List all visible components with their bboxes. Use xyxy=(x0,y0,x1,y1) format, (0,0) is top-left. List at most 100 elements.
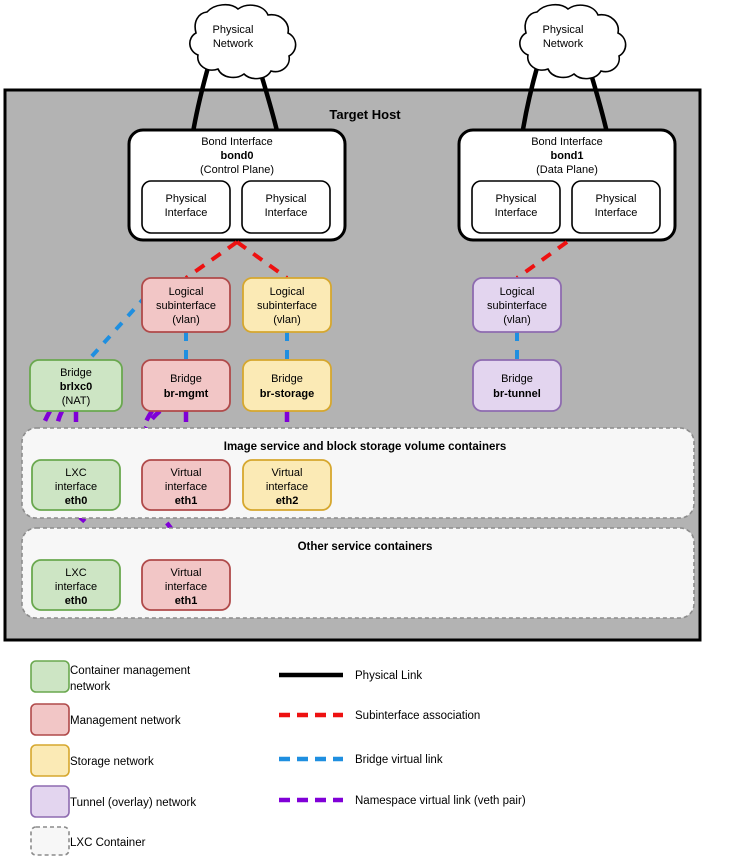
subif-link-bond0-storage xyxy=(235,240,289,280)
subif-mgmt-line1: Logical xyxy=(169,286,204,298)
bond0-port-1-line2: Interface xyxy=(265,207,308,219)
target-host-title: Target Host xyxy=(329,107,401,122)
bond0-port-1-box xyxy=(241,180,331,234)
legend-container-mgmt: Container management network xyxy=(30,660,191,693)
iface-lxc-eth0-a-line2: interface xyxy=(55,481,97,493)
bond1-port-0-box xyxy=(471,180,561,234)
legend-namespace-virtual-link-label: Namespace virtual link (veth pair) xyxy=(355,795,526,807)
legend-bridge-virtual-link-label: Bridge virtual link xyxy=(355,754,443,766)
bond1-port-1-line1: Physical xyxy=(596,193,637,205)
iface-virtual-eth2-a-name: eth2 xyxy=(276,495,299,507)
iface-lxc-eth0-a-box xyxy=(31,459,121,511)
legend-management: Management network xyxy=(30,703,181,736)
cloud-left: Physical Network xyxy=(189,3,297,80)
subif-tunnel: Logical subinterface (vlan) xyxy=(472,277,562,333)
bond1-port-0-line2: Interface xyxy=(495,207,538,219)
legend-storage: Storage network xyxy=(30,744,154,777)
iface-virtual-eth1-a-name: eth1 xyxy=(175,495,198,507)
legend-physical-link: Physical Link xyxy=(279,670,422,682)
subif-storage-line3: (vlan) xyxy=(273,314,301,326)
iface-lxc-eth0-a-line1: LXC xyxy=(65,467,86,479)
bridge-br-mgmt-name: br-mgmt xyxy=(164,388,209,400)
subif-storage: Logical subinterface (vlan) xyxy=(242,277,332,333)
subif-tunnel-line1: Logical xyxy=(500,286,535,298)
bond1-name: bond1 xyxy=(551,150,584,162)
bridge-brlxc0: Bridge brlxc0 (NAT) xyxy=(29,359,123,412)
container-image-block: Image service and block storage volume c… xyxy=(21,427,695,519)
bond1-title: Bond Interface xyxy=(531,136,603,148)
subif-tunnel-line2: subinterface xyxy=(487,300,547,312)
bridge-brlxc0-name: brlxc0 xyxy=(60,381,92,393)
legend-lxc-container-swatch xyxy=(30,826,70,856)
legend-subinterface-association-label: Subinterface association xyxy=(355,710,480,722)
iface-virtual-eth2-a-line2: interface xyxy=(266,481,308,493)
cloud-left-line1: Physical xyxy=(213,24,254,36)
bridge-br-storage: Bridge br-storage xyxy=(242,359,332,412)
legend-bridge-virtual-link: Bridge virtual link xyxy=(279,754,443,766)
legend-management-swatch xyxy=(30,703,70,736)
bridge-br-tunnel: Bridge br-tunnel xyxy=(472,359,562,412)
bridge-br-tunnel-box xyxy=(472,359,562,412)
iface-virtual-eth2-a-box xyxy=(242,459,332,511)
cloud-right-line1: Physical xyxy=(543,24,584,36)
subif-mgmt-line2: subinterface xyxy=(156,300,216,312)
bond0-port-0-line2: Interface xyxy=(165,207,208,219)
legend-tunnel-label: Tunnel (overlay) network xyxy=(70,797,196,809)
iface-virtual-eth1-a-line1: Virtual xyxy=(171,467,202,479)
subif-mgmt: Logical subinterface (vlan) xyxy=(141,277,231,333)
legend-container-mgmt-label-line2: network xyxy=(70,681,111,693)
bond0-port-0-line1: Physical xyxy=(166,193,207,205)
legend-container-mgmt-label-line1: Container management xyxy=(70,665,191,677)
legend: Container management network Management … xyxy=(30,660,526,856)
legend-tunnel-swatch xyxy=(30,785,70,818)
subif-storage-box xyxy=(242,277,332,333)
cloud-right: Physical Network xyxy=(519,3,627,80)
bridge-br-mgmt-box xyxy=(141,359,231,412)
bridge-br-storage-line1: Bridge xyxy=(271,373,303,385)
bond-interface-bond1: Bond Interface bond1 (Data Plane) Physic… xyxy=(457,128,677,242)
bridge-br-tunnel-line1: Bridge xyxy=(501,373,533,385)
bond0-title: Bond Interface xyxy=(201,136,273,148)
bond1-port-0-line1: Physical xyxy=(496,193,537,205)
legend-physical-link-label: Physical Link xyxy=(355,670,422,682)
subif-mgmt-box xyxy=(141,277,231,333)
bond0-name: bond0 xyxy=(221,150,254,162)
cloud-right-shape xyxy=(519,3,627,80)
bridge-br-mgmt-line1: Bridge xyxy=(170,373,202,385)
legend-storage-swatch xyxy=(30,744,70,777)
iface-virtual-eth1-b-name: eth1 xyxy=(175,595,198,607)
bridge-brlxc0-box xyxy=(29,359,123,412)
bond1-role: (Data Plane) xyxy=(536,164,598,176)
iface-virtual-eth1-b-line1: Virtual xyxy=(171,567,202,579)
container-other-service: Other service containers LXC interface e… xyxy=(21,527,695,619)
bridge-brlxc0-line1: Bridge xyxy=(60,367,92,379)
bridge-br-storage-name: br-storage xyxy=(260,388,314,400)
bond0-port-0-box xyxy=(141,180,231,234)
bond0-port-1-line1: Physical xyxy=(266,193,307,205)
bridge-link-subif-mgmt-to-brlxc0 xyxy=(82,294,148,367)
legend-subinterface-association: Subinterface association xyxy=(279,710,480,722)
bridge-links-group xyxy=(82,294,519,367)
iface-virtual-eth1-b-line2: interface xyxy=(165,581,207,593)
cloud-left-shape xyxy=(189,3,297,80)
iface-lxc-eth0-a-name: eth0 xyxy=(65,495,88,507)
subif-storage-line2: subinterface xyxy=(257,300,317,312)
iface-virtual-eth2-a-line1: Virtual xyxy=(272,467,303,479)
iface-lxc-eth0-b-box xyxy=(31,559,121,611)
bridge-brlxc0-line3: (NAT) xyxy=(62,395,91,407)
bond-interface-bond0: Bond Interface bond0 (Control Plane) Phy… xyxy=(127,128,347,242)
legend-container-mgmt-swatch xyxy=(30,660,70,693)
subinterface-links-group xyxy=(184,240,569,280)
iface-lxc-eth0-b-line1: LXC xyxy=(65,567,86,579)
cloud-left-line2: Network xyxy=(213,38,254,50)
container-image-block-title: Image service and block storage volume c… xyxy=(224,441,507,453)
legend-management-label: Management network xyxy=(70,715,181,727)
subif-link-bond0-mgmt xyxy=(184,240,239,280)
bridge-br-storage-box xyxy=(242,359,332,412)
legend-storage-label: Storage network xyxy=(70,756,154,768)
legend-tunnel: Tunnel (overlay) network xyxy=(30,785,196,818)
subif-mgmt-line3: (vlan) xyxy=(172,314,200,326)
subif-tunnel-box xyxy=(472,277,562,333)
iface-virtual-eth1-a-box xyxy=(141,459,231,511)
